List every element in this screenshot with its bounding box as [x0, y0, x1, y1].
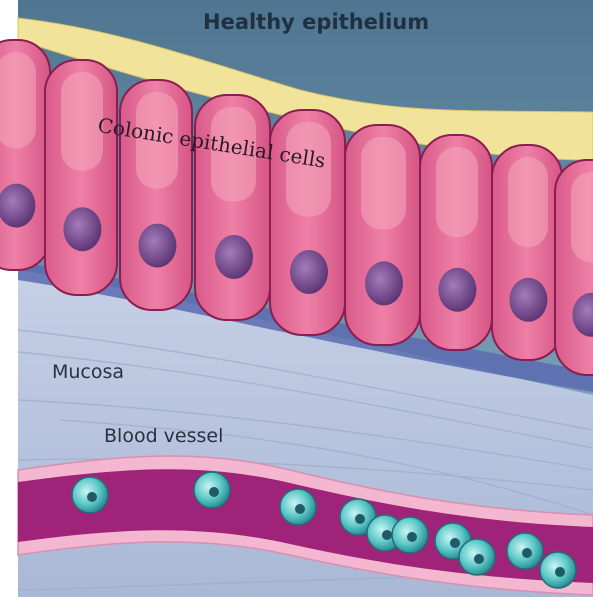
cell-highlight: [361, 137, 406, 229]
blood-cell: [507, 533, 543, 569]
blood-cell: [392, 517, 428, 553]
cell-highlight: [436, 147, 478, 237]
blood-cell: [540, 552, 576, 588]
blood-cell: [72, 477, 108, 513]
blood-cell: [459, 539, 495, 575]
cell-highlight: [571, 172, 593, 262]
cell-nucleus: [290, 250, 328, 294]
cell-nucleus: [138, 224, 176, 268]
blood-vessel-label: Blood vessel: [104, 425, 223, 447]
blood-cell: [280, 489, 316, 525]
cell-nucleus: [63, 207, 101, 251]
cell-highlight: [0, 52, 36, 149]
cell-highlight: [61, 72, 103, 171]
cell-nucleus: [509, 278, 547, 322]
blood-cell: [194, 472, 230, 508]
mucosa-label: Mucosa: [52, 361, 124, 383]
cell-nucleus: [438, 268, 476, 312]
diagram-title: Healthy epithelium: [203, 10, 429, 34]
cell-nucleus: [215, 235, 253, 279]
cell-highlight: [508, 157, 548, 247]
cell-nucleus: [365, 261, 403, 305]
